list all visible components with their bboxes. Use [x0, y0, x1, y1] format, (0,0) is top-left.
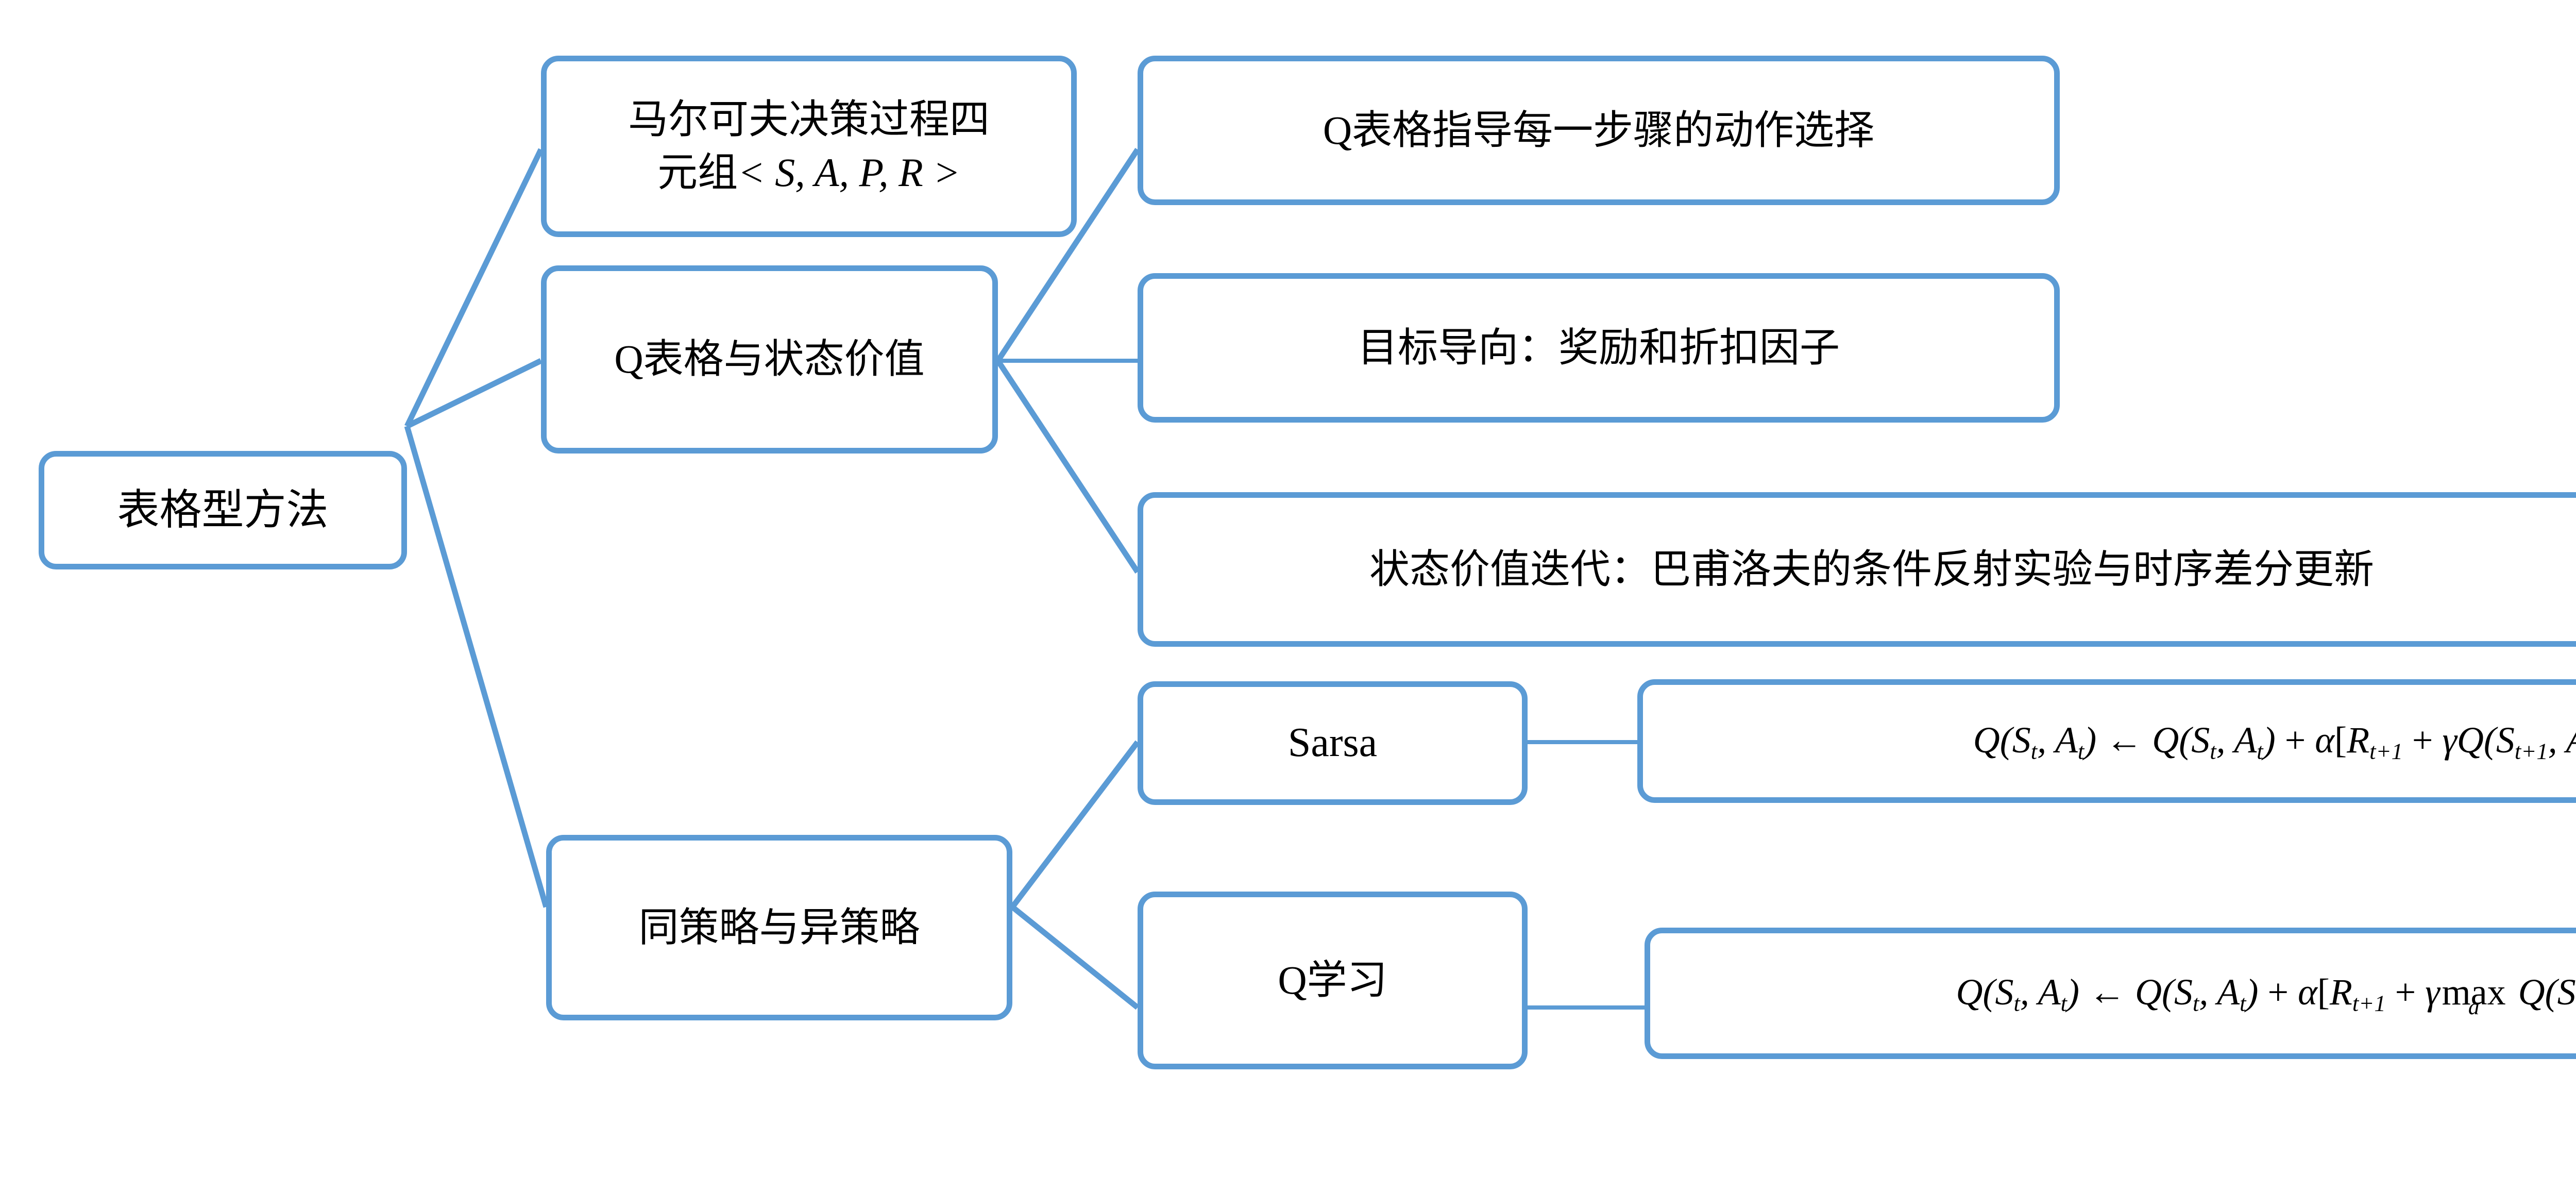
node-value-iteration-label: 状态价值迭代：巴甫洛夫的条件反射实验与时序差分更新 — [1369, 546, 2374, 592]
edge-root-to-mdp — [404, 148, 544, 428]
node-goal-oriented[interactable]: 目标导向：奖励和折扣因子 — [1138, 273, 2060, 423]
node-action-selection-label: Q表格指导每一步骤的动作选择 — [1323, 107, 1875, 153]
edge-root-to-qtable — [405, 358, 543, 429]
node-mdp-line1: 马尔可夫决策过程四 — [628, 97, 990, 142]
node-root-label: 表格型方法 — [117, 486, 329, 533]
node-mdp-tuple-math: < S, A, P, R > — [738, 150, 960, 195]
node-value-iteration[interactable]: 状态价值迭代：巴甫洛夫的条件反射实验与时序差分更新 — [1138, 492, 2576, 647]
node-sarsa-label: Sarsa — [1287, 720, 1378, 766]
node-qlearning-label: Q学习 — [1278, 958, 1387, 1003]
node-qlearning[interactable]: Q学习 — [1138, 892, 1528, 1069]
node-action-selection[interactable]: Q表格指导每一步骤的动作选择 — [1138, 56, 2060, 205]
node-qtable-state-value-label: Q表格与状态价值 — [614, 337, 925, 382]
formula-sarsa-expression: Q(St, At) ← Q(St, At) + α[Rt+1 + γQ(St+1… — [1973, 719, 2576, 764]
node-qtable-state-value[interactable]: Q表格与状态价值 — [541, 265, 998, 454]
edge-policy-to-qlearning — [1010, 904, 1140, 1010]
node-mdp-line2: 元组< S, A, P, R > — [558, 146, 1060, 199]
node-mdp-tuple[interactable]: 马尔可夫决策过程四 元组< S, A, P, R > — [541, 56, 1077, 237]
node-sarsa[interactable]: Sarsa — [1138, 681, 1528, 805]
node-policy-types[interactable]: 同策略与异策略 — [546, 835, 1012, 1020]
edge-root-to-policy — [404, 425, 549, 908]
node-goal-oriented-label: 目标导向：奖励和折扣因子 — [1357, 325, 1840, 370]
edge-policy-to-sarsa — [1010, 740, 1140, 909]
node-formula-sarsa[interactable]: Q(St, At) ← Q(St, At) + α[Rt+1 + γQ(St+1… — [1637, 679, 2576, 803]
node-root[interactable]: 表格型方法 — [39, 451, 407, 569]
node-policy-types-label: 同策略与异策略 — [638, 904, 920, 950]
node-mdp-line2-prefix: 元组 — [657, 150, 738, 195]
edge-qtable-to-value-iteration — [995, 359, 1140, 574]
